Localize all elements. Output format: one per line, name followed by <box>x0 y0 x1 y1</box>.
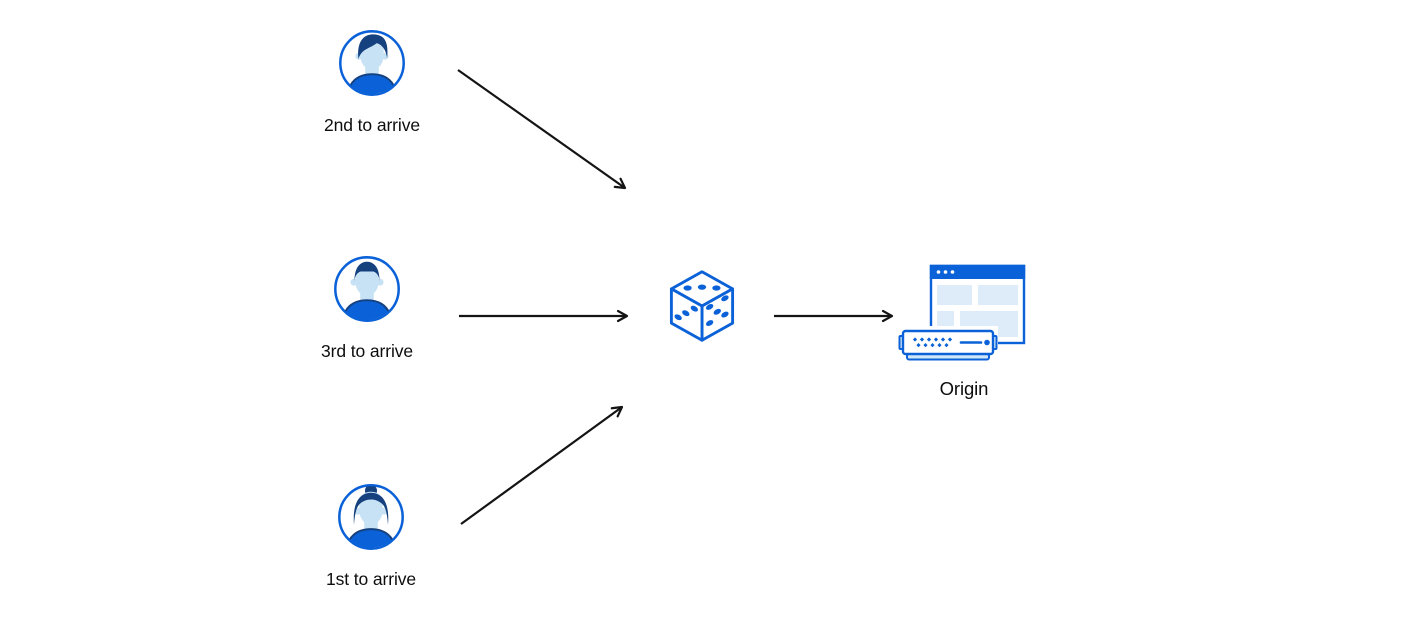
user-male-short-hair-avatar-icon <box>334 256 400 322</box>
node-dice <box>666 267 738 345</box>
node-user-2nd: 2nd to arrive <box>302 28 442 135</box>
origin-server-icon <box>898 264 1026 361</box>
user-male-avatar-icon <box>339 30 405 96</box>
node-label: 1st to arrive <box>325 569 417 589</box>
node-user-3rd: 3rd to arrive <box>297 254 437 361</box>
dice-icon <box>669 270 735 342</box>
node-label: 3rd to arrive <box>320 341 414 361</box>
node-label: Origin <box>939 378 989 399</box>
arrow-user-bottom-to-dice <box>460 405 624 525</box>
user-female-avatar-icon <box>338 484 404 550</box>
node-user-1st: 1st to arrive <box>301 482 441 589</box>
node-label: 2nd to arrive <box>324 115 420 135</box>
arrow-user-top-to-dice <box>457 69 627 190</box>
node-origin: Origin <box>898 263 1030 399</box>
